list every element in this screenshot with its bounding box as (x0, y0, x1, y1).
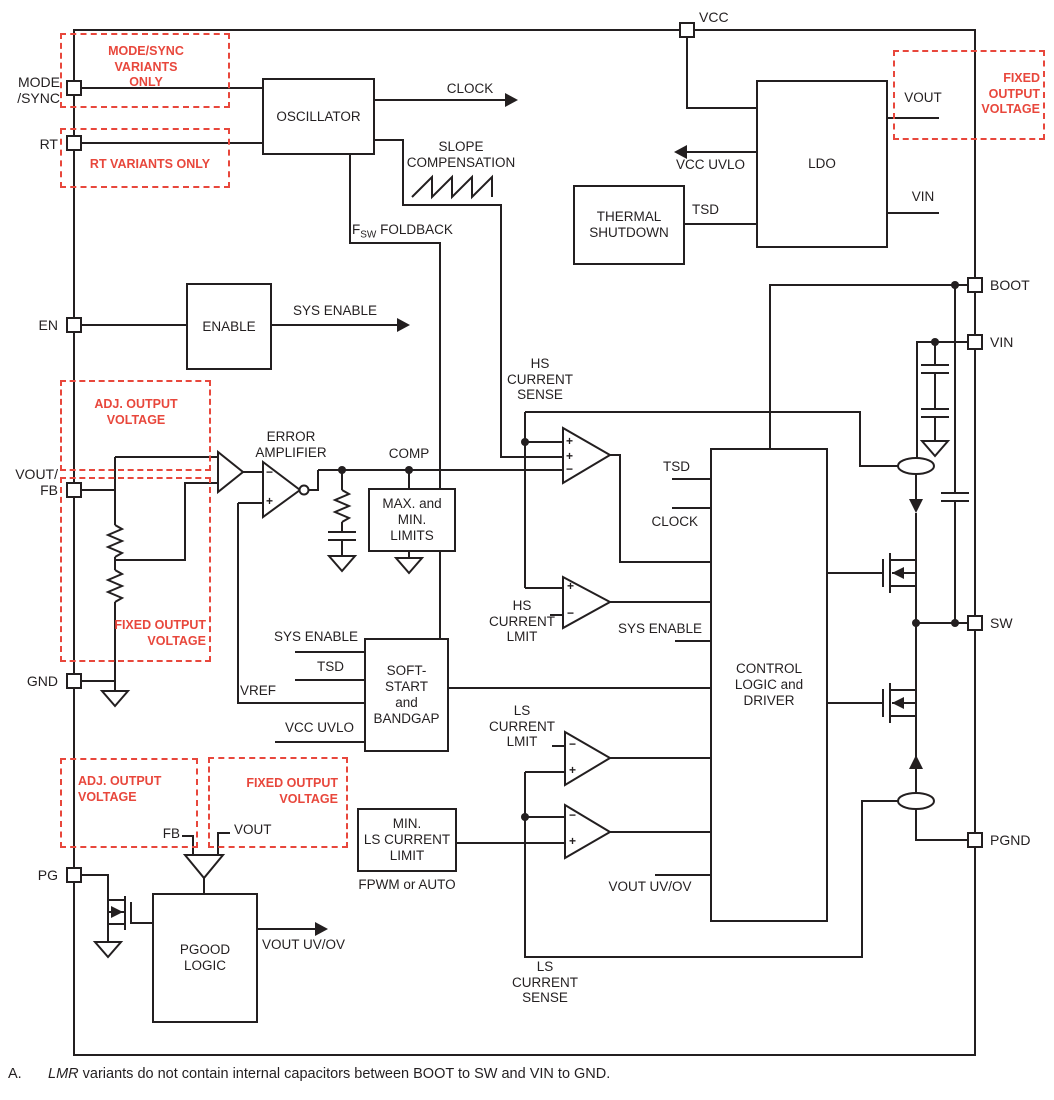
error-amp-minus: − (266, 465, 274, 479)
label-vin-ldo: VIN (911, 189, 935, 204)
label-sys-enable-out: SYS ENABLE (292, 303, 378, 318)
label-error-amplifier: ERROR AMPLIFIER (255, 429, 327, 460)
label-sys-enable-ss: SYS ENABLE (273, 629, 358, 644)
label-fpwm-or-auto: FPWM or AUTO (358, 877, 456, 892)
pin-en (66, 317, 82, 333)
pin-label-vcc: VCC (699, 9, 729, 25)
label-mode-sync-variants: MODE/SYNC VARIANTS ONLY (108, 44, 184, 90)
pwm-comp-plus1: + (566, 434, 574, 448)
pin-label-boot: BOOT (990, 277, 1030, 293)
pwm-comp-plus2: + (566, 449, 574, 463)
pin-pgnd (967, 832, 983, 848)
chip-outline (73, 29, 976, 1056)
label-ls-current-limit: LS CURRENT LMIT (489, 703, 555, 750)
label-ls-current-sense: LS CURRENT SENSE (512, 959, 578, 1006)
block-oscillator: OSCILLATOR (262, 78, 375, 155)
footnote-index: A. (8, 1066, 22, 1082)
label-adj-output-1: ADJ. OUTPUT VOLTAGE (94, 397, 178, 427)
resistor-icon (105, 569, 125, 603)
label-vout-uv-ov-control: VOUT UV/OV (608, 879, 692, 894)
hs-current-sensor-icon (897, 457, 935, 475)
pin-vin (967, 334, 983, 350)
pin-label-mode-sync: MODE /SYNC (17, 74, 60, 107)
pin-mode-sync (66, 80, 82, 96)
pin-label-pgnd: PGND (990, 832, 1031, 848)
pwm-comparator-icon (562, 426, 612, 485)
label-adj-output-2: ADJ. OUTPUT VOLTAGE (78, 774, 162, 804)
block-min-ls-current-limit: MIN. LS CURRENT LIMIT (357, 808, 457, 872)
pin-vout-fb (66, 482, 82, 498)
label-vcc-uvlo-ldo: VCC UVLO (676, 157, 746, 172)
fb-vout-mux-icon (182, 854, 226, 880)
label-vref: VREF (240, 683, 277, 698)
label-fixed-output-2: FIXED OUTPUT VOLTAGE (246, 776, 338, 806)
pin-sw (967, 615, 983, 631)
pin-label-rt: RT (39, 136, 58, 152)
pin-pg (66, 867, 82, 883)
label-tsd-ldo: TSD (692, 202, 719, 217)
ls-zero-plus: + (569, 834, 577, 848)
resistor-icon (105, 524, 125, 558)
label-rt-variants: RT VARIANTS ONLY (89, 157, 211, 171)
pin-label-gnd: GND (26, 673, 58, 689)
label-vout-uv-ov-pgood: VOUT UV/OV (262, 937, 346, 952)
pin-label-vin: VIN (990, 334, 1014, 350)
pin-boot (967, 277, 983, 293)
label-clock-control: CLOCK (651, 514, 698, 529)
label-clock: CLOCK (446, 81, 494, 96)
pin-rt (66, 135, 82, 151)
pin-gnd (66, 673, 82, 689)
label-fixed-output-ldo: FIXED OUTPUT VOLTAGE (981, 71, 1040, 117)
label-tsd-control: TSD (663, 459, 690, 474)
block-enable: ENABLE (186, 283, 272, 370)
footnote-text: LMR variants do not contain internal cap… (48, 1066, 611, 1082)
block-max-min-limits: MAX. and MIN. LIMITS (368, 488, 456, 552)
label-hs-current-sense: HS CURRENT SENSE (507, 356, 573, 403)
label-slope-compensation: SLOPE COMPENSATION (406, 139, 516, 170)
pin-label-pg: PG (37, 867, 58, 883)
label-tsd-ss: TSD (317, 659, 344, 674)
hs-limit-minus: − (567, 606, 575, 620)
label-sys-enable-control: SYS ENABLE (617, 621, 702, 636)
label-comp: COMP (388, 446, 430, 461)
ls-limit-comparator-icon (564, 730, 612, 787)
label-fsw-foldback: FSW FOLDBACK (352, 222, 453, 241)
error-amp-plus: + (266, 494, 274, 508)
label-vout-mux: VOUT (234, 822, 272, 837)
ls-zero-cross-comparator-icon (564, 803, 612, 860)
ls-current-sensor-icon (897, 792, 935, 810)
pin-label-sw: SW (990, 615, 1013, 631)
footnote: A. LMR variants do not contain internal c… (8, 1066, 1008, 1082)
block-pgood-logic: PGOOD LOGIC (152, 893, 258, 1023)
arrowheads-and-junctions (111, 93, 959, 936)
error-amp-icon (262, 459, 302, 519)
label-fixed-output-1: FIXED OUTPUT VOLTAGE (114, 618, 206, 648)
ls-zero-minus: − (569, 808, 577, 822)
hs-limit-plus: + (567, 579, 575, 593)
pin-label-en: EN (38, 317, 58, 333)
label-hs-current-limit: HS CURRENT LMIT (489, 598, 555, 645)
block-ldo: LDO (756, 80, 888, 248)
buffer-amp-icon (217, 449, 245, 495)
pwm-comp-minus: − (566, 462, 574, 476)
block-control-logic-driver: CONTROL LOGIC and DRIVER (710, 448, 828, 922)
label-fb: FB (162, 826, 180, 841)
label-vcc-uvlo-ss: VCC UVLO (284, 720, 354, 735)
block-thermal-shutdown: THERMAL SHUTDOWN (573, 185, 685, 265)
block-soft-start-bandgap: SOFT- START and BANDGAP (364, 638, 449, 752)
label-vout-ldo: VOUT (904, 90, 942, 105)
pin-label-vout-fb: VOUT/ FB (15, 466, 58, 499)
ls-limit-minus: − (569, 737, 577, 751)
sawtooth-icon (411, 174, 493, 200)
resistor-icon (332, 489, 352, 523)
ground-icon (92, 440, 951, 959)
ls-limit-plus: + (569, 763, 577, 777)
hs-limit-comparator-icon (562, 575, 613, 630)
pin-vcc (679, 22, 695, 38)
